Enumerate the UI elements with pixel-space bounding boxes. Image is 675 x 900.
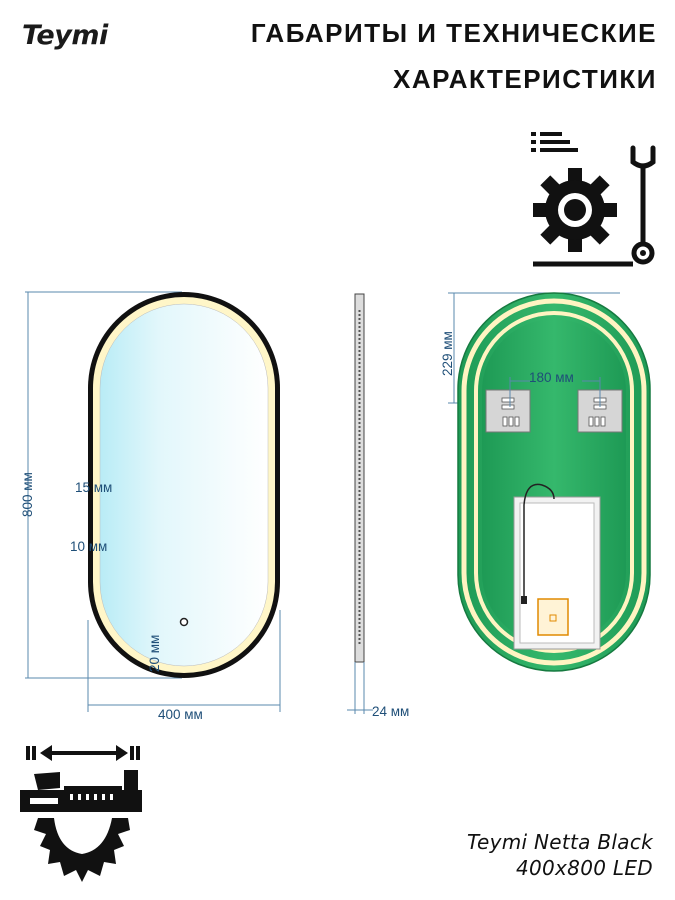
side-view-drawing	[347, 293, 373, 714]
mount-top-dimension: 229 мм	[440, 331, 455, 376]
frame-outer-dimension: 15 мм	[75, 480, 113, 495]
frame-inner-dimension: 10 мм	[70, 539, 108, 554]
front-view-drawing	[25, 291, 281, 712]
depth-dimension: 24 мм	[372, 704, 410, 719]
mount-spacing-dimension: 180 мм	[529, 370, 574, 385]
brand-logo: Teymi	[22, 20, 108, 51]
caliper-gear-icon	[20, 745, 142, 882]
page-title-line2: ХАРАКТЕРИСТИКИ	[393, 64, 657, 94]
width-dimension: 400 мм	[158, 707, 203, 722]
back-view-drawing	[448, 292, 651, 672]
product-name: Teymi Netta Black	[466, 830, 653, 854]
page-title-line1: ГАБАРИТЫ И ТЕХНИЧЕСКИЕ	[250, 18, 657, 48]
height-dimension: 800 мм	[20, 472, 35, 517]
settings-wrench-icon	[531, 132, 656, 267]
sensor-offset-dimension: 20 мм	[147, 634, 162, 672]
product-size: 400x800 LED	[515, 856, 653, 880]
